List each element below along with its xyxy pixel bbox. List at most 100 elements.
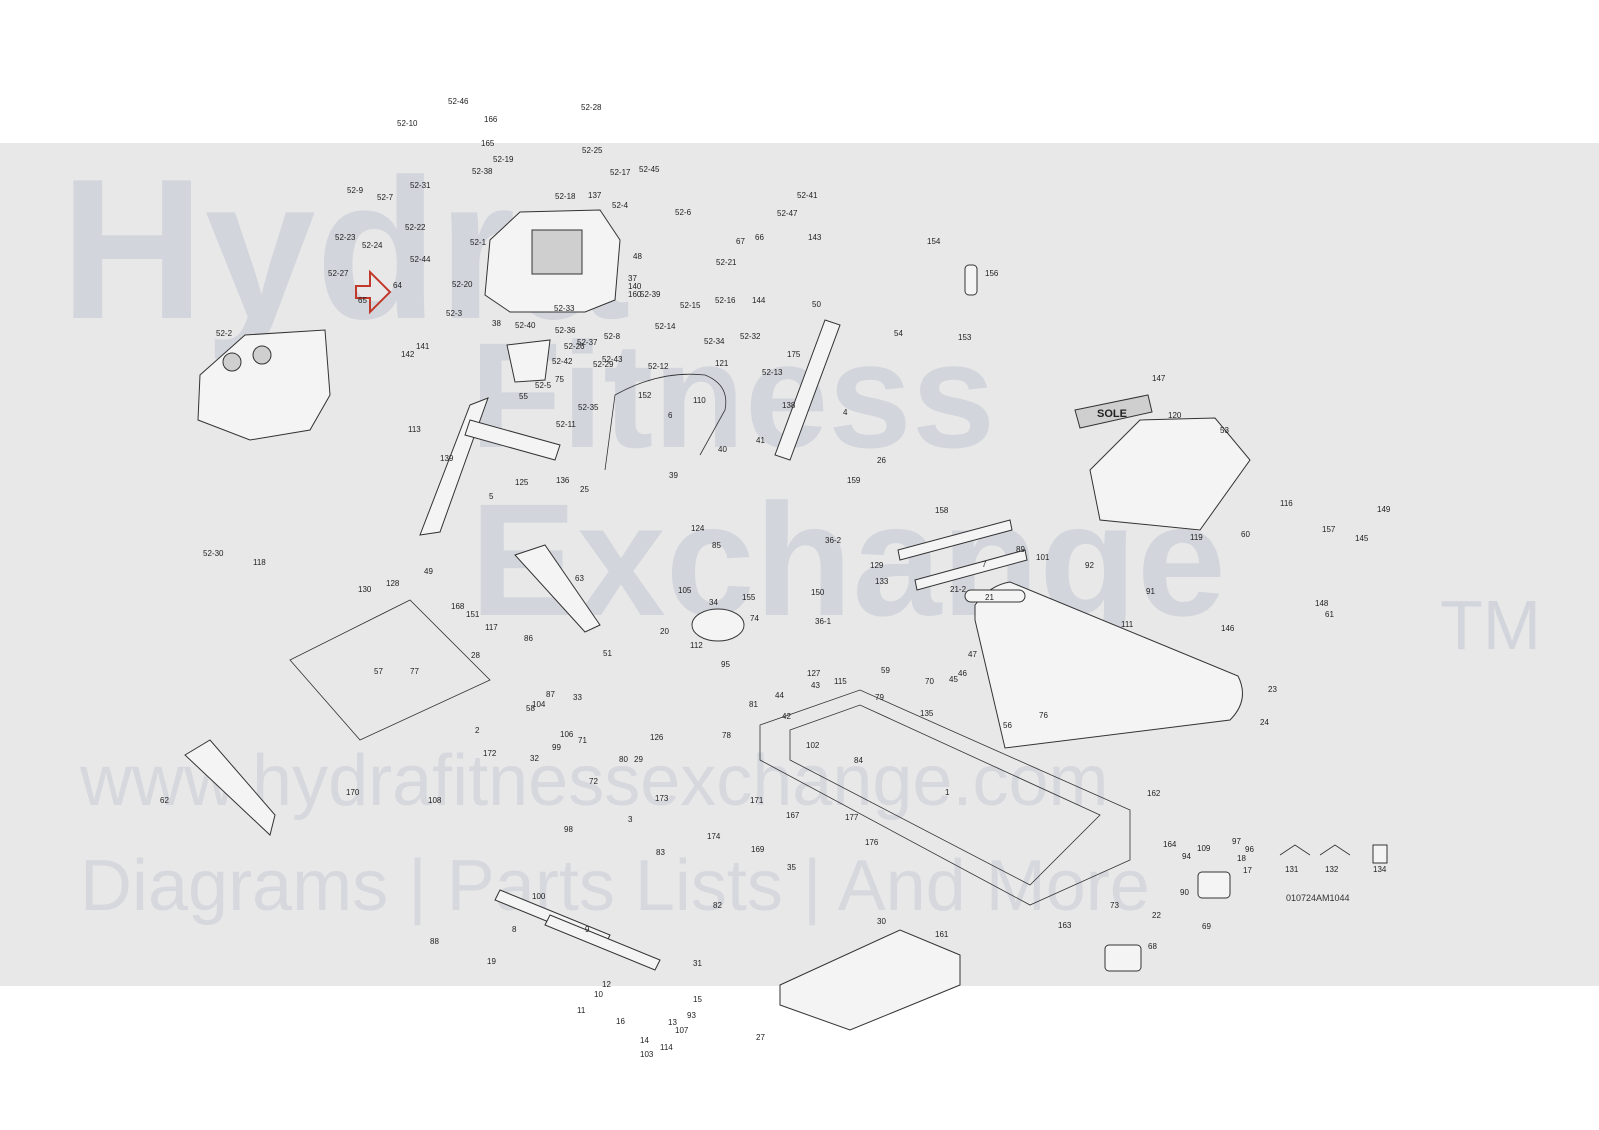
callout-32: 32 [530,754,539,763]
main-frame [759,689,1131,906]
callout-97: 97 [1232,837,1241,846]
callout-65: 65 [358,296,367,305]
callout-52-11: 52-11 [556,420,576,429]
main-frame-inner [789,704,1101,886]
callout-116: 116 [1280,499,1293,508]
callout-67: 67 [736,237,745,246]
callout-110: 110 [693,396,706,405]
callout-23: 23 [1268,685,1277,694]
left-side-trim [184,739,276,836]
callout-14: 14 [640,1036,649,1045]
callout-101: 101 [1036,553,1050,562]
callout-136: 136 [556,476,570,485]
callout-52-15: 52-15 [680,301,701,310]
callout-68: 68 [1148,942,1157,951]
callout-98: 98 [564,825,573,834]
callout-163: 163 [1058,921,1072,930]
callout-139: 139 [440,454,454,463]
callout-121: 121 [715,359,729,368]
callout-13: 13 [668,1018,677,1027]
callout-1: 1 [945,788,950,797]
callout-52-2: 52-2 [216,329,233,338]
callout-144: 144 [752,296,766,305]
callout-145: 145 [1355,534,1369,543]
callout-52-39: 52-39 [640,290,661,299]
callout-128: 128 [386,579,400,588]
callout-30: 30 [877,917,886,926]
callout-64: 64 [393,281,402,290]
callout-21-2: 21-2 [950,585,967,594]
callout-89: 89 [1016,545,1025,554]
callout-52-19: 52-19 [493,155,514,164]
callout-118: 118 [253,558,266,567]
callout-95: 95 [721,660,730,669]
callout-44: 44 [775,691,784,700]
callout-52-42: 52-42 [552,357,573,366]
callout-38: 38 [492,319,501,328]
callout-52-43: 52-43 [602,355,623,364]
callout-79: 79 [875,693,884,702]
callout-148: 148 [1315,599,1329,608]
callout-52-38: 52-38 [472,167,493,176]
callout-52-30: 52-30 [203,549,224,558]
callout-2: 2 [475,726,480,735]
callout-39: 39 [669,471,678,480]
callout-52-18: 52-18 [555,192,576,201]
callout-35: 35 [787,863,796,872]
bracket-131 [1279,844,1311,856]
callout-52-3: 52-3 [446,309,463,318]
rear-endcap-upper [1197,871,1231,899]
callout-172: 172 [483,749,497,758]
callout-52-27: 52-27 [328,269,349,278]
running-deck [974,581,1243,749]
callout-174: 174 [707,832,721,841]
callout-28: 28 [471,651,480,660]
callout-57: 57 [374,667,383,676]
callout-3: 3 [628,815,633,824]
callout-84: 84 [854,756,863,765]
callout-93: 93 [687,1011,696,1020]
watermark-trademark: TM [1440,586,1542,664]
callout-52-16: 52-16 [715,296,736,305]
callout-141: 141 [416,342,430,351]
callout-154: 154 [927,237,941,246]
callout-52-14: 52-14 [655,322,676,331]
callout-114: 114 [660,1043,673,1052]
callout-132: 132 [1325,865,1339,874]
callout-52-10: 52-10 [397,119,418,128]
callout-45: 45 [949,675,958,684]
sole-badge-label: SOLE [1097,408,1127,420]
callout-125: 125 [515,478,529,487]
callout-52-6: 52-6 [675,208,692,217]
callout-50: 50 [812,300,821,309]
callout-52-28: 52-28 [581,103,602,112]
callout-47: 47 [968,650,977,659]
callout-165: 165 [481,139,495,148]
callout-155: 155 [742,593,756,602]
callout-31: 31 [693,959,702,968]
callout-33: 33 [573,693,582,702]
drawing-code: 010724AM1044 [1286,893,1350,903]
callout-71: 71 [578,736,587,745]
callout-164: 164 [1163,840,1177,849]
callout-78: 78 [722,731,731,740]
callout-160: 160 [628,290,642,299]
callout-143: 143 [808,233,822,242]
callout-52-33: 52-33 [554,304,575,313]
callout-73: 73 [1110,901,1119,910]
callout-52-46: 52-46 [448,97,469,106]
callout-130: 130 [358,585,372,594]
callout-52-36: 52-36 [555,326,576,335]
callout-15: 15 [693,995,702,1004]
callout-52-13: 52-13 [762,368,783,377]
callout-173: 173 [655,794,669,803]
callout-120: 120 [1168,411,1182,420]
callout-126: 126 [650,733,664,742]
callout-91: 91 [1146,587,1155,596]
callout-146: 146 [1221,624,1235,633]
callout-7: 7 [982,560,987,569]
callout-60: 60 [1241,530,1250,539]
callout-52-1: 52-1 [470,238,487,247]
callout-52-9: 52-9 [347,186,364,195]
callout-10: 10 [594,990,603,999]
